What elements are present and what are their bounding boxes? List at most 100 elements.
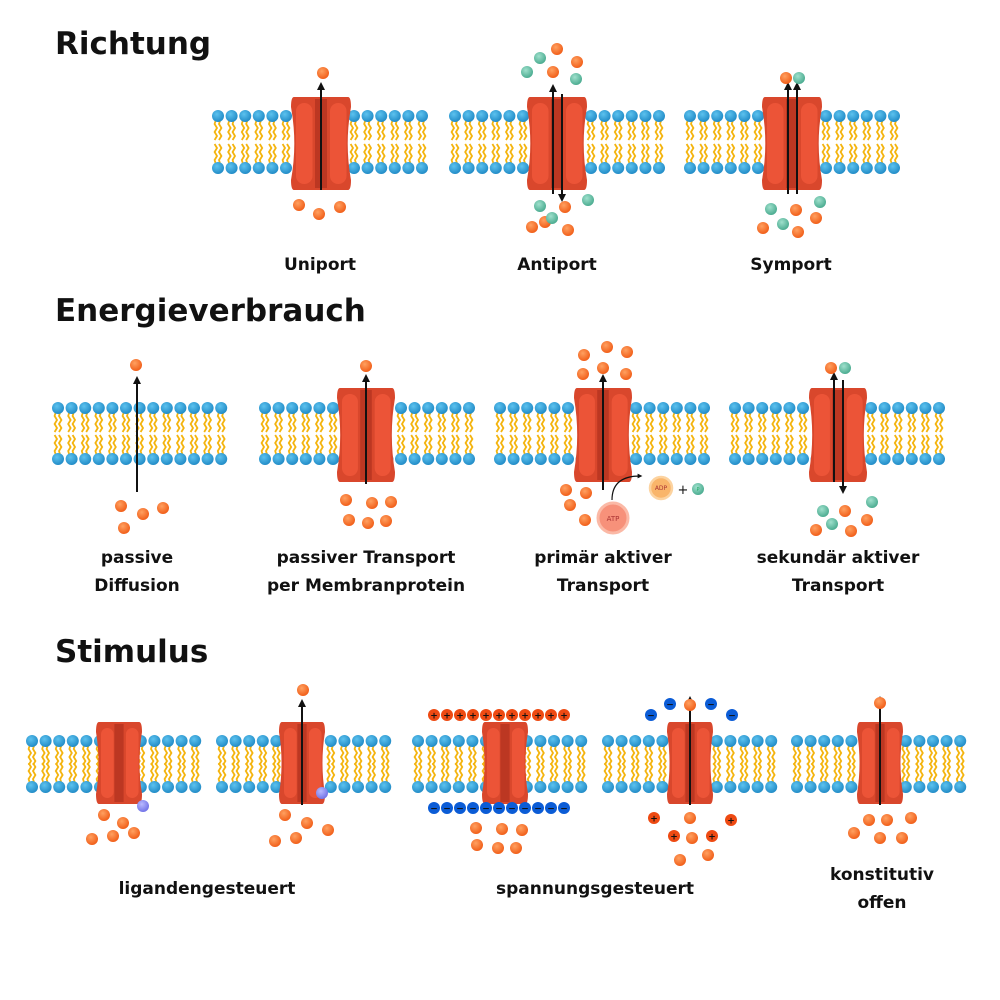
anion-charge-symbol: − (547, 805, 555, 815)
substrate-particle (560, 484, 572, 496)
cation-ion: + (454, 709, 466, 722)
substrate-particle (790, 204, 802, 216)
label-passive-line1: passive (101, 548, 173, 568)
anion-charge-symbol: − (443, 805, 451, 815)
cosubstrate-particle (546, 212, 558, 224)
cation-charge-symbol: + (508, 712, 516, 722)
cation-ion: + (441, 709, 453, 722)
cosubstrate-particle (570, 73, 582, 85)
cation-ion: + (532, 709, 544, 722)
label-primary-active-line2: Transport (557, 576, 649, 596)
ligand-molecule (137, 800, 149, 812)
substrate-particle (551, 43, 563, 55)
substrate-particle (684, 812, 696, 824)
substrate-particle (874, 697, 886, 709)
anion-ion: − (506, 802, 518, 815)
label-passive-line2: Diffusion (94, 576, 180, 596)
substrate-particle (684, 699, 696, 711)
substrate-particle (269, 835, 281, 847)
label-voltage-gated: spannungsgesteuert (496, 879, 694, 899)
substrate-particle (340, 494, 352, 506)
atp-label: ATP (607, 515, 620, 523)
anion-charge-symbol: − (456, 805, 464, 815)
anion-ion: − (519, 802, 531, 815)
substrate-particle (780, 72, 792, 84)
substrate-particle (360, 360, 372, 372)
anion-ion: − (441, 802, 453, 815)
cation-ion: + (668, 830, 680, 843)
substrate-particle (297, 684, 309, 696)
substrate-particle (471, 839, 483, 851)
cation-charge-symbol: + (708, 833, 716, 843)
cation-ion: + (467, 709, 479, 722)
cosubstrate-particle (582, 194, 594, 206)
cosubstrate-particle (817, 505, 829, 517)
substrate-particle (293, 199, 305, 211)
substrate-particle (322, 824, 334, 836)
lipid-bilayer (412, 735, 588, 793)
plus-sign: + (678, 483, 689, 498)
anion-ion: − (726, 709, 738, 722)
cosubstrate-particle (866, 496, 878, 508)
substrate-particle (492, 842, 504, 854)
substrate-particle (118, 522, 130, 534)
phosphate-label: P (696, 487, 699, 493)
substrate-particle (128, 827, 140, 839)
anion-ion: − (558, 802, 570, 815)
substrate-particle (157, 502, 169, 514)
phosphate-molecule: P (692, 483, 704, 495)
channel-protein (762, 97, 822, 190)
cation-charge-symbol: + (456, 712, 464, 722)
substrate-particle (810, 212, 822, 224)
label-passive-transport-line2: per Membranprotein (267, 576, 465, 596)
cation-charge-symbol: + (443, 712, 451, 722)
cation-ion: + (428, 709, 440, 722)
atp-molecule: ATP (596, 501, 630, 535)
cation-ion: + (519, 709, 531, 722)
label-antiport: Antiport (517, 255, 597, 275)
anion-charge-symbol: − (707, 701, 715, 711)
label-passive-transport-line1: passiver Transport (277, 548, 456, 568)
anion-ion: − (705, 698, 717, 711)
substrate-particle (874, 832, 886, 844)
adp-molecule: ADP (648, 475, 674, 501)
label-uniport: Uniport (284, 255, 356, 275)
cation-ion: + (706, 830, 718, 843)
substrate-particle (526, 221, 538, 233)
substrate-particle (559, 201, 571, 213)
substrate-particle (362, 517, 374, 529)
anion-charge-symbol: − (482, 805, 490, 815)
anion-charge-symbol: − (495, 805, 503, 815)
substrate-particle (863, 814, 875, 826)
anion-charge-symbol: − (430, 805, 438, 815)
substrate-particle (792, 226, 804, 238)
substrate-particle (848, 827, 860, 839)
cation-charge-symbol: + (430, 712, 438, 722)
anion-ion: − (428, 802, 440, 815)
cosubstrate-particle (793, 72, 805, 84)
label-ligand-gated: ligandengesteuert (119, 879, 296, 899)
cation-charge-symbol: + (670, 833, 678, 843)
anion-charge-symbol: − (728, 712, 736, 722)
substrate-particle (597, 362, 609, 374)
anion-charge-symbol: − (560, 805, 568, 815)
substrate-particle (562, 224, 574, 236)
substrate-particle (366, 497, 378, 509)
cation-charge-symbol: + (650, 815, 658, 825)
anion-ion: − (545, 802, 557, 815)
substrate-particle (881, 814, 893, 826)
anion-ion: − (645, 709, 657, 722)
channel-protein (527, 97, 587, 190)
cation-ion: + (648, 812, 660, 825)
channel-protein (809, 388, 867, 482)
substrate-particle (343, 514, 355, 526)
heading-energieverbrauch: Energieverbrauch (55, 293, 366, 329)
substrate-particle (117, 817, 129, 829)
adp-label: ADP (655, 485, 668, 492)
anion-ion: − (467, 802, 479, 815)
anion-ion: − (454, 802, 466, 815)
cation-charge-symbol: + (727, 817, 735, 827)
substrate-particle (686, 832, 698, 844)
ligand-molecule (316, 787, 328, 799)
hydrolysis-arrow (611, 473, 643, 501)
